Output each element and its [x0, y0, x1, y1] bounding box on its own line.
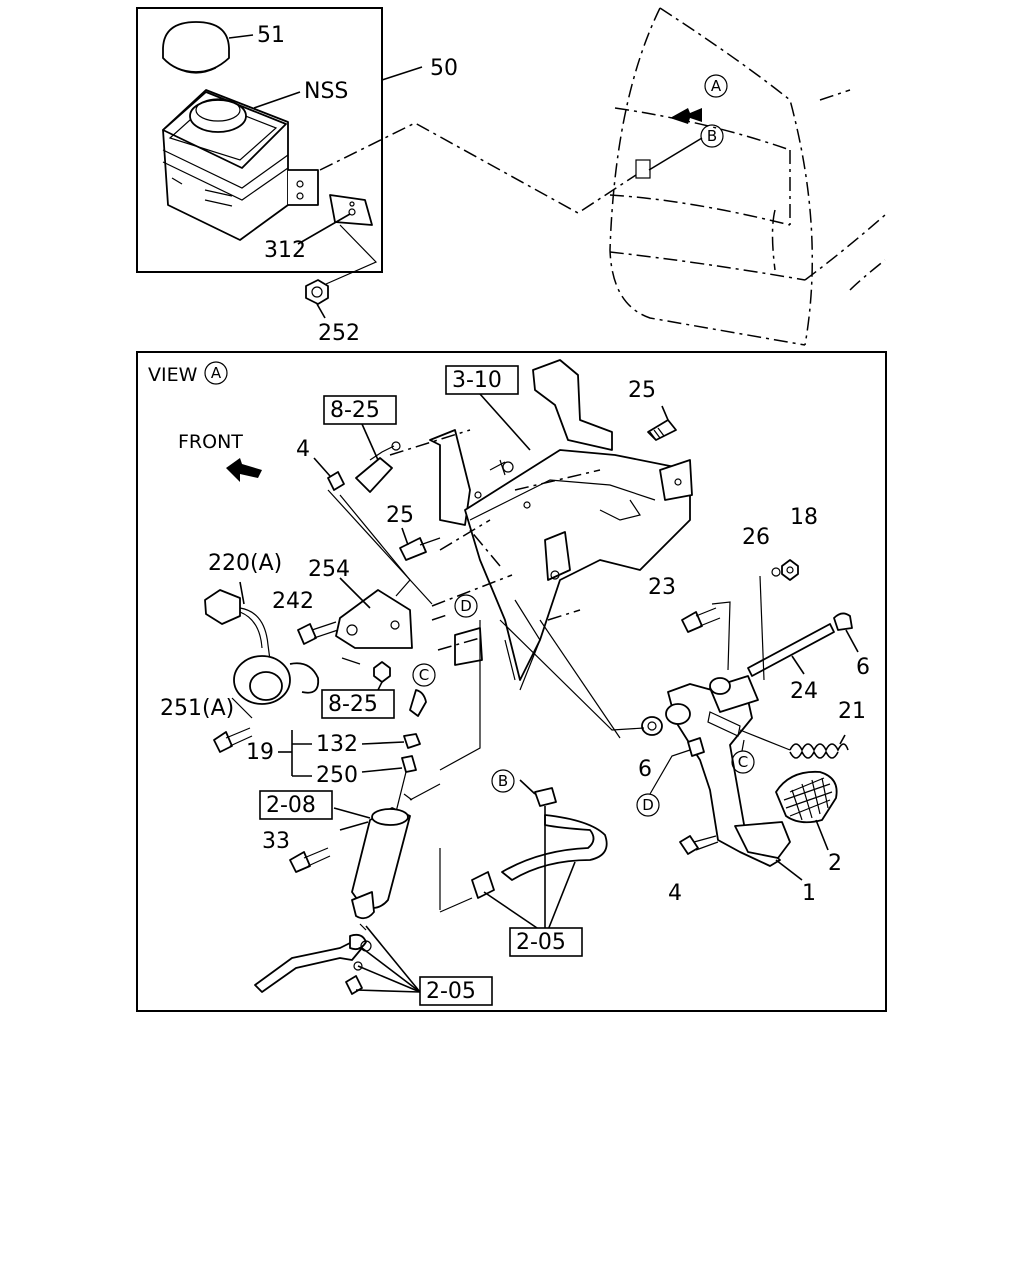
bolt-33: [289, 821, 369, 873]
ref-box-8-25-bottom: [321, 689, 395, 719]
nut-18: [781, 559, 799, 581]
marker-c-rod: C: [412, 663, 436, 687]
callout-26: 26: [742, 525, 770, 550]
reservoir-inset: [136, 7, 423, 285]
bracket-312: [329, 194, 373, 226]
callout-254: 254: [308, 557, 350, 582]
bolt-25-mid: [399, 527, 441, 561]
svg-text:C: C: [738, 753, 748, 771]
callout-25-mid: 25: [386, 503, 414, 528]
callout-252: 252: [318, 321, 360, 346]
ref-box-3-10: [445, 365, 519, 395]
callout-19: 19: [246, 740, 274, 765]
bolt-23: [681, 607, 721, 633]
clutch-hose: [471, 779, 608, 899]
callout-50: 50: [430, 56, 458, 81]
return-spring: [739, 729, 849, 759]
reservoir-tank: [162, 89, 319, 241]
svg-text:B: B: [498, 772, 508, 790]
callout-220a: 220(A): [208, 551, 282, 576]
svg-text:D: D: [460, 597, 472, 615]
view-label: VIEW: [148, 364, 198, 386]
ref-2-05-upper-text: 2-05: [516, 930, 566, 955]
ref-box-2-05-lower: [419, 976, 493, 1006]
nut-8-25: [373, 661, 391, 683]
callout-242: 242: [272, 589, 314, 614]
reservoir-inset-frame: [136, 7, 383, 273]
bushing-6-right: [833, 612, 859, 653]
view-direction-arrow-icon: [670, 108, 702, 124]
washer-26: [771, 567, 781, 577]
svg-text:A: A: [211, 364, 222, 382]
callout-6-right: 6: [856, 655, 870, 680]
ref-2-05-lower-text: 2-05: [426, 979, 476, 1004]
svg-text:B: B: [707, 127, 717, 145]
master-cylinder: [333, 689, 441, 920]
ref-2-08-text: 2-08: [266, 793, 316, 818]
callout-24: 24: [790, 679, 818, 704]
svg-text:D: D: [642, 796, 654, 814]
callout-nss: NSS: [304, 79, 348, 104]
bolt-251: [213, 727, 253, 753]
marker-d-bracket: D: [454, 594, 478, 618]
callout-1: 1: [802, 881, 816, 906]
svg-text:C: C: [419, 666, 429, 684]
callout-312: 312: [264, 238, 306, 263]
marker-d-pedal: D: [636, 793, 660, 817]
nut-252: [305, 279, 329, 319]
callout-2: 2: [828, 851, 842, 876]
clutch-pedal: [665, 675, 838, 867]
reservoir-cap: [162, 21, 230, 74]
ref-8-25-top-text: 8-25: [330, 398, 380, 423]
ref-box-2-05-upper: [509, 927, 583, 957]
callout-132: 132: [316, 732, 358, 757]
ref-box-2-08: [259, 790, 333, 820]
marker-a-cab: A: [704, 74, 728, 98]
front-label: FRONT: [178, 431, 243, 453]
ref-box-8-25-top: [323, 395, 397, 425]
marker-a-view: A: [204, 361, 228, 385]
ref-8-25-bottom-text: 8-25: [328, 692, 378, 717]
svg-text:A: A: [711, 77, 722, 95]
callout-18: 18: [790, 505, 818, 530]
callout-250: 250: [316, 763, 358, 788]
front-arrow-icon: [226, 458, 262, 482]
callout-33: 33: [262, 829, 290, 854]
bolt-25-top: [647, 405, 677, 441]
cab-outline: [319, 7, 886, 346]
ref-3-10-text: 3-10: [452, 368, 502, 393]
callout-25-top: 25: [628, 378, 656, 403]
callout-6-left: 6: [638, 757, 652, 782]
view-a-frame: [136, 351, 887, 1012]
callout-251a: 251(A): [160, 696, 234, 721]
callout-21: 21: [838, 699, 866, 724]
clutch-pipe: [254, 923, 372, 995]
marker-b-hose: B: [491, 769, 515, 793]
callout-51: 51: [257, 23, 285, 48]
callout-4-top: 4: [296, 437, 310, 462]
bolt-242: [297, 621, 339, 645]
pedal-shaft: [747, 623, 835, 677]
pedal-sensor: [204, 581, 320, 719]
stop-switch: [313, 423, 401, 493]
bracket-254: [335, 577, 413, 649]
bolt-4-lower: [679, 835, 719, 855]
bushing-6-left: [641, 716, 663, 736]
marker-c-pedal: C: [731, 750, 755, 774]
pedal-bracket: [429, 359, 693, 691]
pedal-pad: [775, 770, 838, 824]
marker-b-cab: B: [700, 124, 724, 148]
callout-4-bottom: 4: [668, 881, 682, 906]
callout-23: 23: [648, 575, 676, 600]
